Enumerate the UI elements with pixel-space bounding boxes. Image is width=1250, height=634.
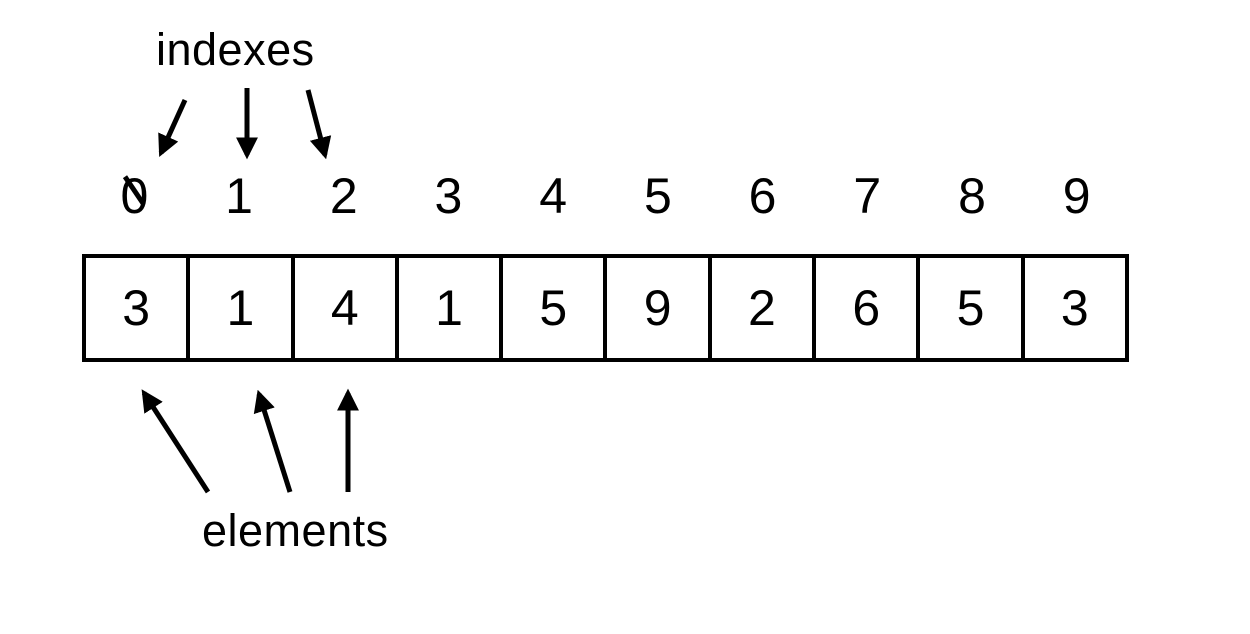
index-label-8: 8: [958, 168, 986, 224]
array-cell-0: 3: [86, 258, 191, 358]
array-box: 3 1 4 1 5 9 2 6 5 3: [82, 254, 1129, 362]
indexes-label: indexes: [156, 24, 315, 75]
array-cell-2: 4: [295, 258, 399, 358]
index-arrow-2: [305, 89, 332, 160]
element-arrow-0: [141, 389, 211, 494]
index-label-2: 2: [329, 168, 358, 224]
array-cell-1: 1: [190, 258, 295, 358]
index-label-9: 9: [1062, 168, 1091, 224]
index-label-0: 0: [120, 168, 149, 224]
index-arrow-0: [158, 98, 188, 158]
array-cell-4: 5: [503, 258, 608, 358]
elements-label: elements: [202, 505, 389, 556]
array-cell-5: 9: [607, 258, 712, 358]
index-label-7: 7: [853, 168, 882, 224]
index-label-3: 3: [434, 168, 463, 224]
array-cell-9: 3: [1060, 280, 1089, 336]
array-cell-8: 5: [920, 258, 1025, 358]
array-cell-3: 1: [399, 258, 504, 358]
index-label-1: 1: [225, 168, 253, 224]
index-label-4: 4: [539, 168, 568, 224]
index-label-6: 6: [748, 168, 777, 224]
element-arrow-1: [253, 389, 293, 493]
index-row: 0 1 2 3 4 5 6 7 8 9: [82, 171, 1129, 221]
array-cell-7: 6: [816, 258, 921, 358]
array-cell-6: 2: [712, 258, 817, 358]
index-label-5: 5: [643, 168, 672, 224]
